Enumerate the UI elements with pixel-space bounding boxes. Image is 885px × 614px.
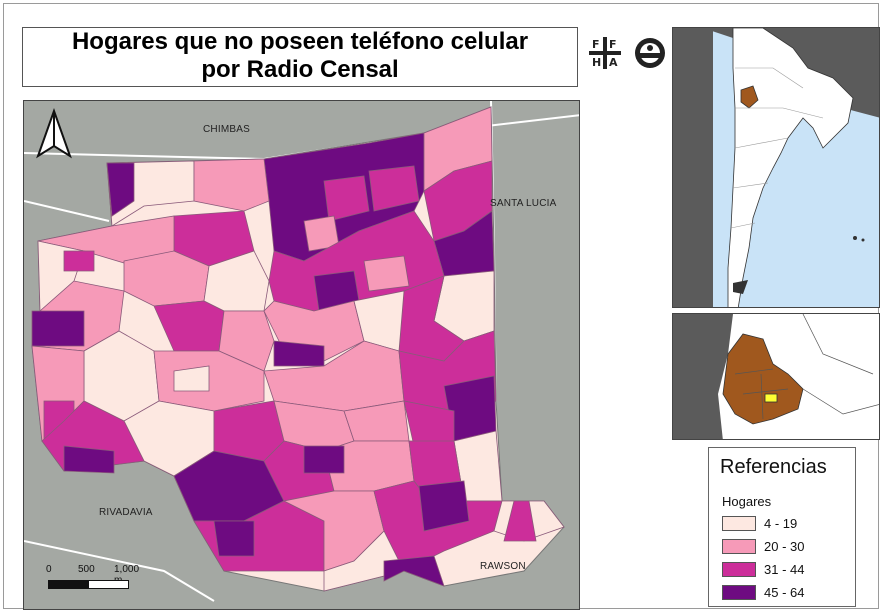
north-arrow-icon — [36, 108, 72, 159]
legend-subtitle: Hogares — [722, 494, 772, 509]
study-area-marker — [764, 393, 778, 403]
tract — [63, 445, 115, 474]
tract — [31, 310, 85, 347]
tract — [173, 365, 210, 392]
ffha-letter-3: H — [592, 56, 601, 69]
university-seal-icon — [635, 38, 665, 68]
legend-swatch — [722, 585, 756, 600]
university-seal-logo — [633, 36, 667, 75]
san-juan-province-inset — [722, 333, 804, 425]
legend-item: 20 - 30 — [722, 539, 804, 554]
tract — [303, 445, 345, 474]
scale-bar-graphic — [48, 580, 129, 589]
place-label-santa-lucia: SANTA LUCIA — [490, 198, 557, 209]
tract — [213, 520, 255, 557]
tract — [418, 480, 470, 532]
tract — [218, 310, 275, 372]
place-label-rivadavia: RIVADAVIA — [99, 507, 153, 518]
map-title-line-1: Hogares que no poseen teléfono celular — [71, 28, 529, 55]
tract — [106, 162, 135, 217]
legend-swatch — [722, 539, 756, 554]
ffha-logo: F F H A — [588, 36, 622, 75]
legend-label: 45 - 64 — [764, 585, 805, 600]
legend: Referencias Hogares 4 - 19 20 - 30 31 - … — [708, 447, 856, 607]
argentina-locator-map — [673, 28, 879, 307]
legend-item: 45 - 64 — [722, 585, 804, 600]
ffha-letter-2: F — [609, 38, 617, 51]
tract — [193, 158, 270, 212]
scale-label-500: 500 — [78, 564, 95, 575]
title-box: Hogares que no poseen teléfono celular p… — [22, 27, 578, 87]
ffha-letter-1: F — [592, 38, 600, 51]
tract — [368, 165, 420, 212]
map-title-line-2: por Radio Censal — [201, 56, 399, 83]
legend-swatch — [722, 562, 756, 577]
scale-label-0: 0 — [46, 564, 52, 575]
argentina — [727, 28, 854, 307]
neighbouring-countries — [673, 28, 879, 118]
legend-label: 31 - 44 — [764, 562, 805, 577]
place-label-rawson: RAWSON — [480, 561, 526, 572]
tract — [503, 500, 537, 542]
tract — [383, 555, 445, 587]
inset-map-argentina — [672, 27, 880, 308]
legend-swatch — [722, 516, 756, 531]
san-juan-province — [740, 85, 759, 109]
tract — [323, 175, 370, 222]
ffha-logo-icon: F F H A — [589, 37, 621, 69]
tract — [63, 250, 95, 272]
main-map — [23, 100, 580, 610]
legend-item: 4 - 19 — [722, 516, 797, 531]
legend-label: 20 - 30 — [764, 539, 805, 554]
tract — [363, 255, 410, 292]
census-tracts — [31, 106, 565, 592]
legend-title: Referencias — [720, 456, 827, 478]
legend-label: 4 - 19 — [764, 516, 798, 531]
province-locator-map — [673, 314, 879, 439]
ffha-letter-4: A — [609, 56, 618, 69]
legend-item: 31 - 44 — [722, 562, 804, 577]
inset-map-province — [672, 313, 880, 440]
chile — [673, 28, 713, 307]
census-radio-choropleth — [24, 101, 579, 609]
chile-inset — [673, 314, 733, 439]
place-label-chimbas: CHIMBAS — [203, 124, 250, 135]
